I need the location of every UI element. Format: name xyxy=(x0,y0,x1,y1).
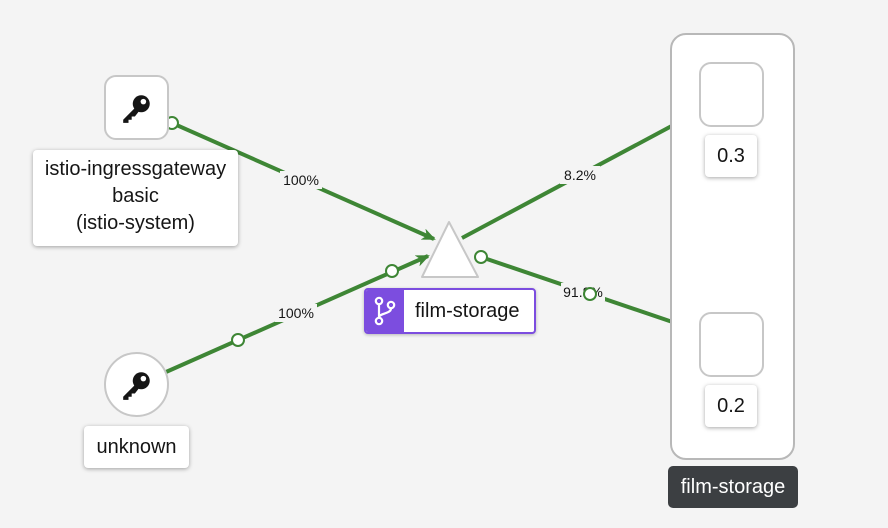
service-badge xyxy=(366,290,404,332)
code-branch-icon xyxy=(374,296,396,326)
workload-version: 0.2 xyxy=(717,395,745,417)
node-name: unknown xyxy=(96,436,177,458)
edge-label-unknown: 100% xyxy=(278,305,314,321)
workload-a-label: 0.3 xyxy=(705,135,757,177)
edge-source-dot xyxy=(474,250,488,264)
workload-node-b[interactable] xyxy=(699,312,764,377)
edge-flow-dot xyxy=(583,287,597,301)
edge-label-ingress: 100% xyxy=(283,172,319,188)
workload-node-a[interactable] xyxy=(699,62,764,127)
edge-service-to-workload-a[interactable]: 8.2% xyxy=(461,111,698,240)
unknown-node[interactable] xyxy=(104,352,169,417)
edge-label-bg xyxy=(275,304,317,322)
edge-label-workload-a: 8.2% xyxy=(564,167,596,183)
edge-flow-dot xyxy=(385,264,399,278)
node-name: istio-ingressgateway xyxy=(44,158,227,180)
key-icon xyxy=(122,371,150,400)
service-label[interactable]: film-storage xyxy=(364,288,536,334)
workload-version: 0.3 xyxy=(717,145,745,167)
unknown-label: unknown xyxy=(84,426,189,468)
key-icon xyxy=(122,94,150,123)
edge-label-bg xyxy=(280,171,322,189)
edge-label-bg xyxy=(560,166,600,184)
service-node-triangle[interactable] xyxy=(421,221,479,278)
edge-unknown-to-service[interactable]: 100% xyxy=(165,254,430,374)
node-version: basic xyxy=(112,185,159,207)
app-box-label: film-storage xyxy=(668,466,798,508)
edge-ingress-to-service[interactable]: 100% xyxy=(165,116,436,241)
edge-flow-dot xyxy=(231,333,245,347)
node-namespace: (istio-system) xyxy=(76,212,195,234)
edge-service-to-workload-b[interactable]: 91.8% xyxy=(474,250,698,332)
ingress-gateway-node[interactable] xyxy=(104,75,169,140)
app-name: film-storage xyxy=(680,476,786,498)
service-name: film-storage xyxy=(415,299,520,322)
ingress-gateway-label: istio-ingressgateway basic (istio-system… xyxy=(33,150,238,246)
workload-b-label: 0.2 xyxy=(705,385,757,427)
edge-label-workload-b: 91.8% xyxy=(563,284,603,300)
